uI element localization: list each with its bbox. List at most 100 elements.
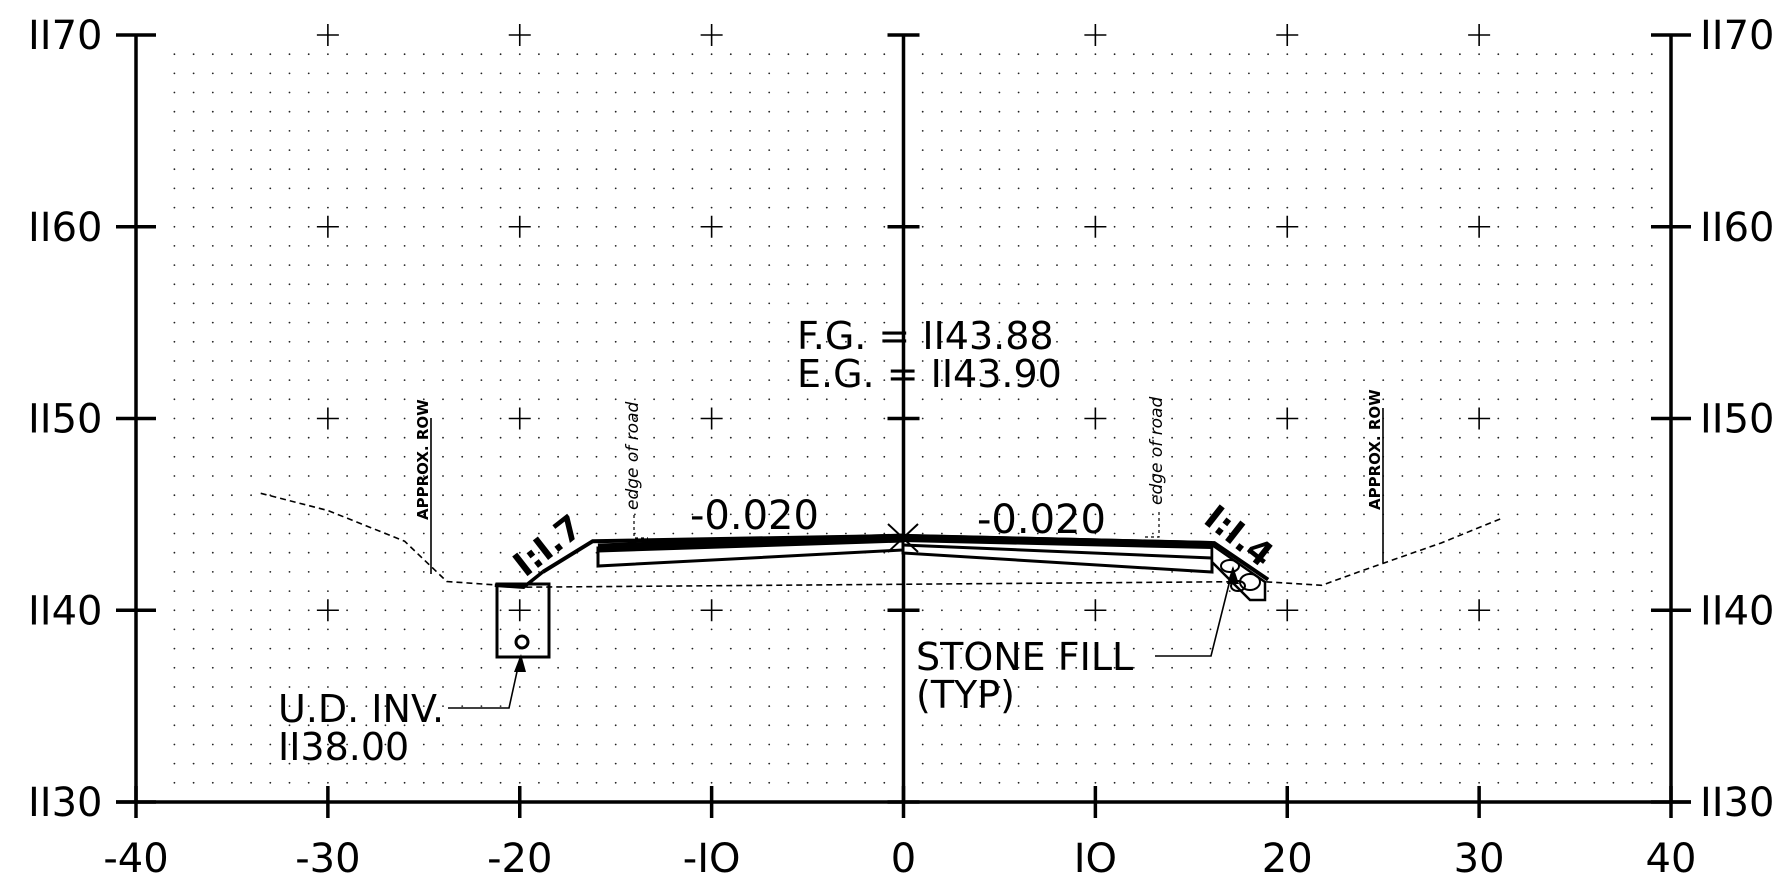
grid-dot [307,686,310,688]
grid-dot [1209,321,1212,324]
grid-dot [1497,628,1500,631]
grid-dot [1593,475,1596,477]
grid-dot [1171,647,1173,650]
grid-dot [1075,455,1078,458]
grid-dot [1555,72,1557,75]
grid-dot [1190,781,1193,784]
grid-dot [941,379,943,381]
grid-dot [173,379,176,381]
grid-dot [1382,91,1385,94]
grid-dot [442,149,444,152]
grid-dot [269,571,272,573]
grid-dot [1631,762,1634,765]
grid-dot [1209,781,1212,784]
grid-dot [1324,91,1327,94]
grid-dot [1075,110,1078,113]
grid-dot [1267,245,1269,247]
grid-dot [614,130,617,132]
grid-dot [1612,53,1615,56]
grid-dot [1612,686,1615,688]
grid-dot [403,475,406,477]
grid-dot [557,53,559,56]
grid-dot [979,379,982,381]
grid-dot [1152,264,1154,266]
grid-dot [288,571,291,573]
grid-dot [825,743,828,746]
grid-dot [1593,398,1596,401]
grid-dot [1190,110,1193,113]
grid-dot [1516,475,1519,477]
grid-dot [1056,436,1058,439]
x-tick-label: IO [1074,836,1117,882]
grid-dot [883,91,886,94]
grid-dot [1324,321,1327,324]
grid-dot [1171,379,1173,381]
grid-dot [461,417,464,420]
grid-dot [787,130,790,132]
grid-dot [1305,781,1308,784]
grid-dot [1324,551,1327,554]
grid-dot [595,379,598,381]
grid-dot [1324,149,1327,152]
grid-dot [307,762,310,765]
grid-dot [1017,666,1020,669]
grid-dot [384,398,387,401]
grid-dot [979,628,982,631]
grid-dot [1286,628,1289,631]
grid-dot [845,743,847,746]
grid-dot [1459,455,1461,458]
grid-dot [173,609,176,612]
grid-dot [1190,532,1193,535]
grid-dot [1401,609,1404,612]
grid-dot [1286,283,1289,286]
grid-dot [1535,686,1538,688]
grid-dot [1209,743,1212,746]
grid-dot [1439,53,1442,56]
grid-dot [576,206,579,209]
grid-dot [1286,705,1289,707]
grid-dot [845,149,847,152]
grid-dot [288,360,291,362]
grid-dot [192,206,195,209]
grid-dot [1555,705,1557,707]
grid-dot [1535,743,1538,746]
grid-dot [327,571,329,573]
grid-dot [442,91,444,94]
grid-dot [595,360,598,362]
grid-dot [1516,494,1519,497]
grid-dot [1363,340,1365,343]
grid-dot [480,628,483,631]
grid-dot [1478,340,1480,343]
grid-dot [307,264,310,266]
grid-dot [1516,91,1519,94]
grid-dot [1171,686,1173,688]
grid-dot [442,666,444,669]
grid-dot [211,551,214,554]
grid-dot [1650,647,1653,650]
grid-dot [921,475,924,477]
grid-dot [1420,551,1423,554]
grid-dot [1516,130,1519,132]
grid-dot [921,130,924,132]
grid-dot [1132,571,1135,573]
grid-dot [941,781,943,784]
grid-dot [1190,417,1193,420]
grid-dot [1228,264,1231,266]
grid-dot [634,455,636,458]
grid-dot [1305,168,1308,171]
grid-dot [1190,225,1193,228]
grid-dot [1324,743,1327,746]
grid-dot [557,743,559,746]
grid-dot [1497,225,1500,228]
grid-dot [1343,360,1346,362]
grid-dot [1593,609,1596,612]
grid-dot [864,321,866,324]
grid-dot [710,245,713,247]
grid-dot [998,168,1001,171]
grid-dot [442,302,444,305]
grid-dot [1305,206,1308,209]
grid-dot [825,360,828,362]
grid-dot [269,743,272,746]
grid-dot [365,417,368,420]
grid-dot [480,206,483,209]
